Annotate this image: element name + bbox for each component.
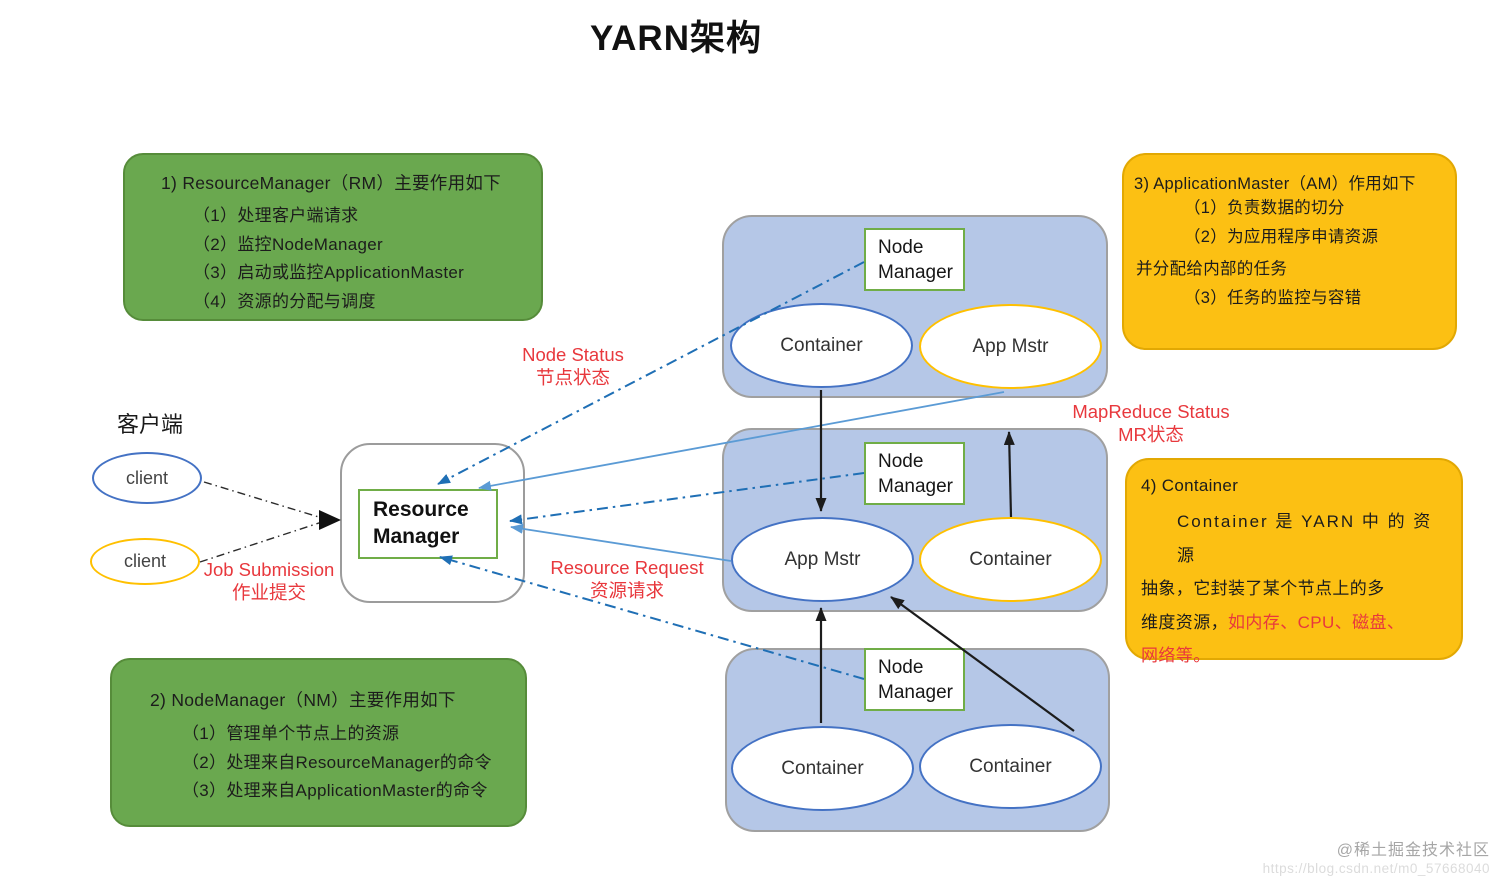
note-item: （1）管理单个节点上的资源 [182,724,400,743]
note-item: （4）资源的分配与调度 [193,291,376,311]
note-line: 维度资源，如内存、CPU、磁盘、 [1141,612,1405,632]
app-mstr-ellipse-middle: App Mstr [731,517,914,602]
arrow-job-submission-1 [203,481,323,519]
note-item-continuation: 并分配给内部的任务 [1136,260,1288,278]
arrow-resource-request-middle [510,523,732,562]
note-line: 抽象，它封装了某个节点上的多 [1141,579,1385,598]
node-manager-box-bottom: Node Manager [864,648,965,711]
note-resource-manager: 1) ResourceManager（RM）主要作用如下 （1）处理客户端请求 … [123,153,543,321]
client-group-label: 客户端 [117,412,184,437]
note-heading: 4) Container [1141,476,1239,495]
watermark: @稀土掘金技术社区 https://blog.csdn.net/m0_57668… [1150,836,1490,876]
note-item: （1）处理客户端请求 [193,206,359,225]
label-job-submission: Job Submission 作业提交 [203,559,335,603]
note-item: （3）处理来自ApplicationMaster的命令 [182,781,488,800]
arrow-job-submission-2 [199,521,323,563]
note-heading: 1) ResourceManager（RM）主要作用如下 [161,173,502,193]
watermark-url: https://blog.csdn.net/m0_57668040 [1262,861,1490,876]
note-item: （3）任务的监控与容错 [1184,289,1362,307]
note-item: （3）启动或监控ApplicationMaster [193,263,465,282]
watermark-community: @稀土掘金技术社区 [1336,842,1490,859]
note-container: 4) Container Container 是 YARN 中 的 资 源 抽象… [1125,458,1463,665]
node-manager-box-middle: Node Manager [864,442,965,505]
label-node-status: Node Status 节点状态 [522,344,624,388]
note-line: Container 是 YARN 中 的 资 源 [1177,512,1433,565]
note-node-manager: 2) NodeManager（NM）主要作用如下 （1）管理单个节点上的资源 （… [110,658,527,827]
container-ellipse-bottom-left: Container [731,726,914,811]
app-mstr-ellipse-top: App Mstr [919,304,1102,389]
note-item: （2）监控NodeManager [193,234,383,254]
container-ellipse-bottom-right: Container [919,724,1102,809]
note-heading: 3) ApplicationMaster（AM）作用如下 [1134,175,1416,193]
job-submission-arrowhead [319,510,341,530]
node-manager-box-top: Node Manager [864,228,965,291]
client-ellipse-bottom: client [90,538,200,585]
resource-manager-box: Resource Manager [358,489,498,559]
container-ellipse-top-left: Container [730,303,913,388]
note-item: （2）处理来自ResourceManager的命令 [182,752,492,772]
label-resource-request: Resource Request 资源请求 [550,557,704,601]
label-mapreduce-status: MapReduce Status MR状态 [1072,401,1230,445]
container-ellipse-middle: Container [919,517,1102,602]
client-ellipse-top: client [92,452,202,504]
note-item: （1）负责数据的切分 [1184,199,1345,217]
note-heading: 2) NodeManager（NM）主要作用如下 [150,690,456,710]
note-application-master: 3) ApplicationMaster（AM）作用如下 （1）负责数据的切分 … [1122,153,1457,350]
note-item: （2）为应用程序申请资源 [1184,228,1379,246]
note-line: 网络等。 [1141,646,1211,665]
page-title: YARN架构 [590,19,762,58]
